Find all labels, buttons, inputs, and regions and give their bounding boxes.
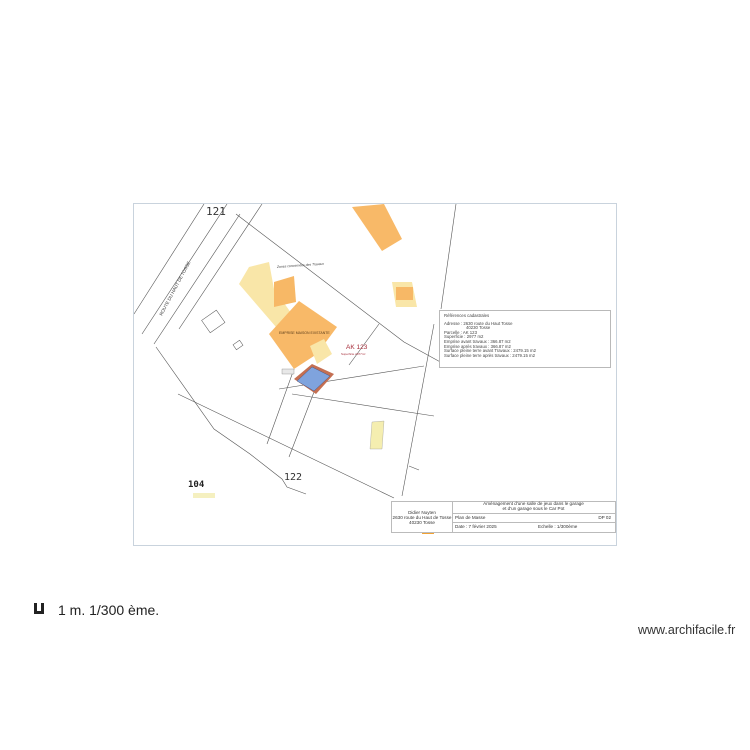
building-main-house xyxy=(269,301,337,369)
parcel-number-121: 121 xyxy=(206,205,226,218)
date-scale-row: Date : 7 février 2025 Echelle : 1/300ème xyxy=(452,522,615,532)
project-title-row: Aménagement d'une salle de jeux dans le … xyxy=(452,501,615,514)
road-lines xyxy=(134,204,263,345)
parcel-ak123-label: AK 123 xyxy=(346,344,368,351)
plan-sheet: ROUTE DU HAUT DE TOSSE EMPRISE MAISON EX… xyxy=(133,203,617,546)
title-block-info: Aménagement d'une salle de jeux dans le … xyxy=(452,501,615,532)
neighbor-building-1 xyxy=(352,204,402,251)
project-line-1: Aménagement d'une salle de jeux dans le … xyxy=(483,501,584,506)
cadastral-references-box: Références cadastrales Adresse : 2630 ro… xyxy=(439,310,611,368)
garage-interior xyxy=(296,366,331,392)
plan-date: Date : 7 février 2025 xyxy=(455,524,497,529)
ref-ground-before: Surface pleine terre avant Travaux : 247… xyxy=(444,348,536,354)
ref-address: Adresse : 2630 route du Haut Tosse xyxy=(444,320,513,326)
scale-text: 1 m. 1/300 ème. xyxy=(58,602,160,618)
scale-bar-icon xyxy=(34,603,44,614)
parcel-ak123-area: Superficie 2977m² xyxy=(341,352,365,356)
owner-name: Didier Nuyten xyxy=(408,510,436,515)
project-line-2: et d'un garage sous le Car Pot xyxy=(502,505,565,511)
ref-area: Superficie : 2977 m2 xyxy=(444,334,484,340)
parcel-boundaries xyxy=(155,204,457,499)
highlight-104 xyxy=(193,493,215,498)
annex-label-box xyxy=(281,368,295,375)
references-title: Références cadastrales xyxy=(444,313,490,318)
garden-shed xyxy=(369,420,385,450)
stairs-detail xyxy=(201,309,244,351)
plan-name: Plan de Masse xyxy=(455,515,486,520)
ref-footprint-after: Emprise après travaux : 366.87 m2 xyxy=(444,343,511,349)
ref-parcel: Parcelle : AK 123 xyxy=(444,329,477,335)
parcel-number-104: 104 xyxy=(188,480,205,490)
title-block-owner: Didier Nuyten 2630 route du Haut de Toss… xyxy=(392,502,453,532)
neighbor-building-2 xyxy=(396,287,413,300)
plan-name-row: Plan de Masse DP 02 xyxy=(452,513,615,523)
building-label: EMPRISE MAISON EXISTANTE xyxy=(279,331,330,335)
works-annotation: Zones concernées des Travaux xyxy=(276,262,325,269)
building-annex-right xyxy=(310,339,332,364)
ref-city: 40230 Tosse xyxy=(466,325,491,331)
owner-address: 2630 route du Haut de Tosse xyxy=(392,515,452,520)
road-label: ROUTE DU HAUT DE TOSSE xyxy=(158,260,191,316)
parcel-number-122: 122 xyxy=(284,472,302,483)
plan-code: DP 02 xyxy=(598,515,611,520)
title-block: Didier Nuyten 2630 route du Haut de Toss… xyxy=(391,501,616,533)
site-plan-drawing: ROUTE DU HAUT DE TOSSE EMPRISE MAISON EX… xyxy=(134,204,457,534)
building-annex-light xyxy=(239,262,299,334)
watermark-link[interactable]: www.archifacile.fr xyxy=(638,623,736,637)
owner-city: 40230 Tosse xyxy=(409,520,435,525)
plan-scale: Echelle : 1/300ème xyxy=(538,524,578,529)
ref-ground-after: Surface pleine terre après travaux : 247… xyxy=(444,352,536,358)
building-annex-orange xyxy=(274,276,296,307)
ref-footprint-before: Emprise avant travaux : 366.87 m2 xyxy=(444,338,511,344)
